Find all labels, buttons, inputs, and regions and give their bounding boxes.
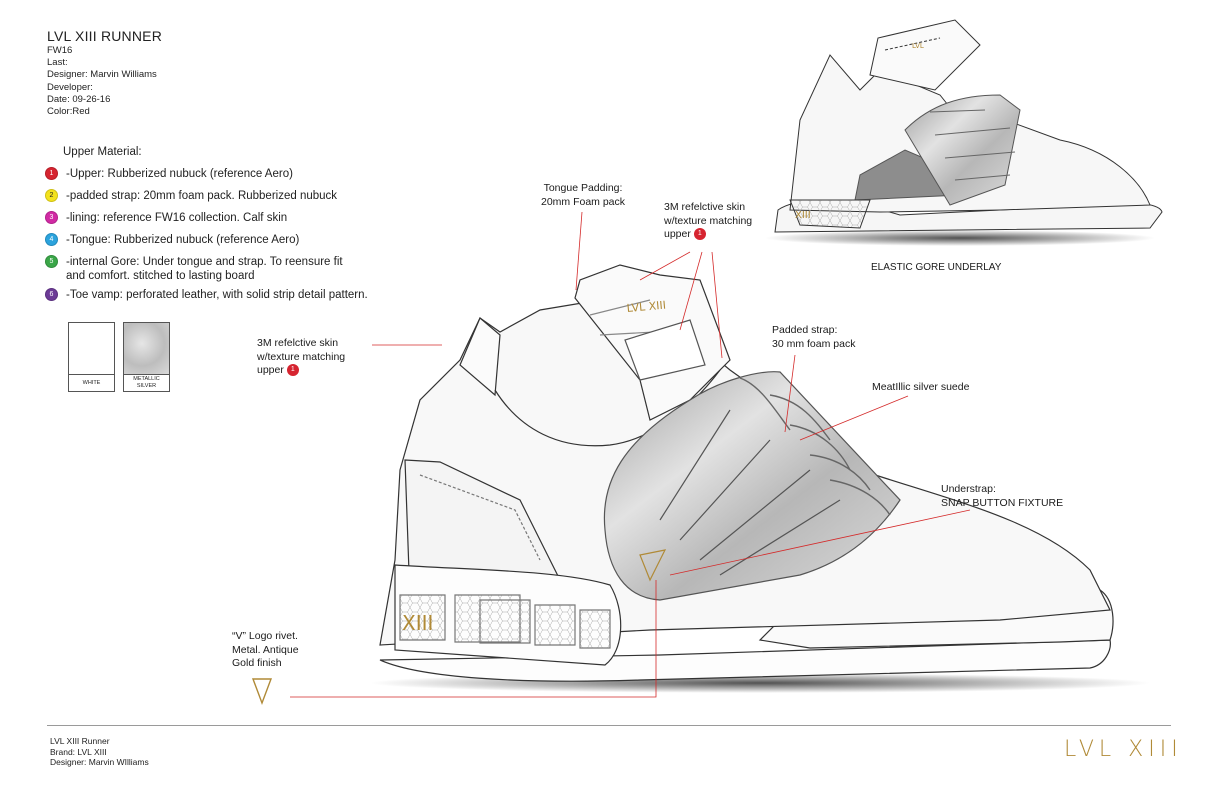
- material-item-toe-vamp: 6 -Toe vamp: perforated leather, with so…: [45, 288, 368, 302]
- material-text: -Toe vamp: perforated leather, with soli…: [66, 289, 368, 301]
- swatch-label: WHITE: [69, 374, 114, 391]
- material-item-tongue: 4 -Tongue: Rubberized nubuck (reference …: [45, 233, 299, 247]
- material-text-line: and comfort. stitched to lasting board: [66, 270, 255, 282]
- callout-metallic-suede: MeatIllic silver suede: [872, 381, 970, 393]
- callout-reflective-top: 3M refelctive skin w/texture matching up…: [664, 201, 752, 242]
- material-text: -lining: reference FW16 collection. Calf…: [66, 212, 288, 224]
- callout-logo-rivet: “V” Logo rivet. Metal. Antique Gold fini…: [232, 630, 299, 671]
- material-badge-1: 1: [286, 364, 299, 377]
- spec-season: FW16: [47, 45, 73, 56]
- material-item-internal-gore: 5 -internal Gore: Under tongue and strap…: [45, 255, 343, 283]
- material-text: -Tongue: Rubberized nubuck (reference Ae…: [66, 234, 300, 246]
- callout-line: Padded strap:: [772, 324, 838, 336]
- callout-padded-strap: Padded strap: 30 mm foam pack: [772, 324, 855, 351]
- material-badge-2: 2: [45, 189, 58, 202]
- callout-line: 3M refelctive skin: [257, 337, 339, 349]
- side-view-sketch-main: XIII LVL XIII: [370, 264, 1150, 693]
- callout-line: 30 mm foam pack: [772, 337, 856, 350]
- brand-logo: LVL XIII: [1064, 737, 1183, 762]
- callout-text: upper: [664, 228, 691, 240]
- callout-understrap: Understrap: SNAP BUTTON FIXTURE: [941, 483, 1063, 510]
- svg-text:LVL XIII: LVL XIII: [626, 299, 666, 315]
- svg-text:XIII: XIII: [402, 611, 433, 635]
- callout-line: Gold finish: [232, 657, 282, 669]
- swatch-metallic-silver: METALLIC SILVER: [123, 322, 170, 392]
- callout-line: “V” Logo rivet.: [232, 630, 298, 642]
- material-text: -internal Gore: Under tongue and strap. …: [66, 255, 343, 283]
- callout-line: Metal. Antique: [232, 643, 299, 656]
- material-text: -padded strap: 20mm foam pack. Rubberize…: [66, 190, 338, 202]
- footer-divider: [47, 725, 1171, 726]
- material-text-line: -internal Gore: Under tongue and strap. …: [66, 256, 343, 268]
- materials-heading: Upper Material:: [63, 146, 142, 158]
- spec-developer: Developer:: [47, 81, 93, 93]
- material-text: -Upper: Rubberized nubuck (reference Aer…: [66, 168, 293, 180]
- callout-tongue-padding: Tongue Padding: 20mm Foam pack: [541, 182, 625, 209]
- v-logo-icon: [251, 678, 273, 705]
- sheet-title: LVL XIII RUNNER: [47, 28, 163, 44]
- callout-text: upper: [257, 364, 284, 376]
- svg-text:LVL: LVL: [912, 42, 924, 50]
- material-item-upper: 1 -Upper: Rubberized nubuck (reference A…: [45, 167, 293, 181]
- swatch-fill: [69, 323, 114, 374]
- callout-leaders: [290, 211, 971, 698]
- footer-block: LVL XIII Runner Brand: LVL XIII Designer…: [50, 736, 149, 768]
- svg-text:XIII: XIII: [795, 210, 811, 221]
- callout-reflective-left: 3M refelctive skin w/texture matching up…: [257, 337, 345, 378]
- spec-color: Color:Red: [47, 106, 90, 118]
- side-view-sketch-small: XIII LVL: [765, 19, 1163, 246]
- callout-line: SNAP BUTTON FIXTURE: [941, 496, 1064, 509]
- callout-line: Tongue Padding:: [543, 182, 623, 194]
- swatch-white: WHITE: [68, 322, 115, 392]
- material-item-padded-strap: 2 -padded strap: 20mm foam pack. Rubberi…: [45, 189, 337, 203]
- callout-line: w/texture matching: [664, 214, 753, 227]
- swatch-fill: [124, 323, 169, 374]
- callout-line: 20mm Foam pack: [541, 195, 626, 208]
- material-badge-6: 6: [45, 288, 58, 301]
- footer-brand: Brand: LVL XIII: [50, 746, 107, 757]
- material-badge-1: 1: [45, 167, 58, 180]
- callout-line: w/texture matching: [257, 350, 346, 363]
- material-badge-4: 4: [45, 233, 58, 246]
- footer-designer: Designer: Marvin WIlliams: [50, 757, 149, 767]
- callout-line: 3M refelctive skin: [664, 201, 746, 213]
- footer-product: LVL XIII Runner: [50, 736, 110, 746]
- swatch-label: METALLIC SILVER: [124, 374, 169, 391]
- material-badge-3: 3: [45, 211, 58, 224]
- caption-elastic-gore: ELASTIC GORE UNDERLAY: [871, 262, 1002, 273]
- material-badge-5: 5: [45, 255, 58, 268]
- spec-designer: Designer: Marvin Williams: [47, 69, 157, 81]
- spec-block: FW16 Last: Designer: Marvin Williams Dev…: [47, 45, 157, 118]
- spec-last: Last:: [47, 57, 68, 69]
- material-badge-1: 1: [693, 228, 706, 241]
- callout-line: Understrap:: [941, 483, 996, 495]
- spec-date: Date: 09-26-16: [47, 93, 111, 105]
- material-item-lining: 3 -lining: reference FW16 collection. Ca…: [45, 211, 287, 225]
